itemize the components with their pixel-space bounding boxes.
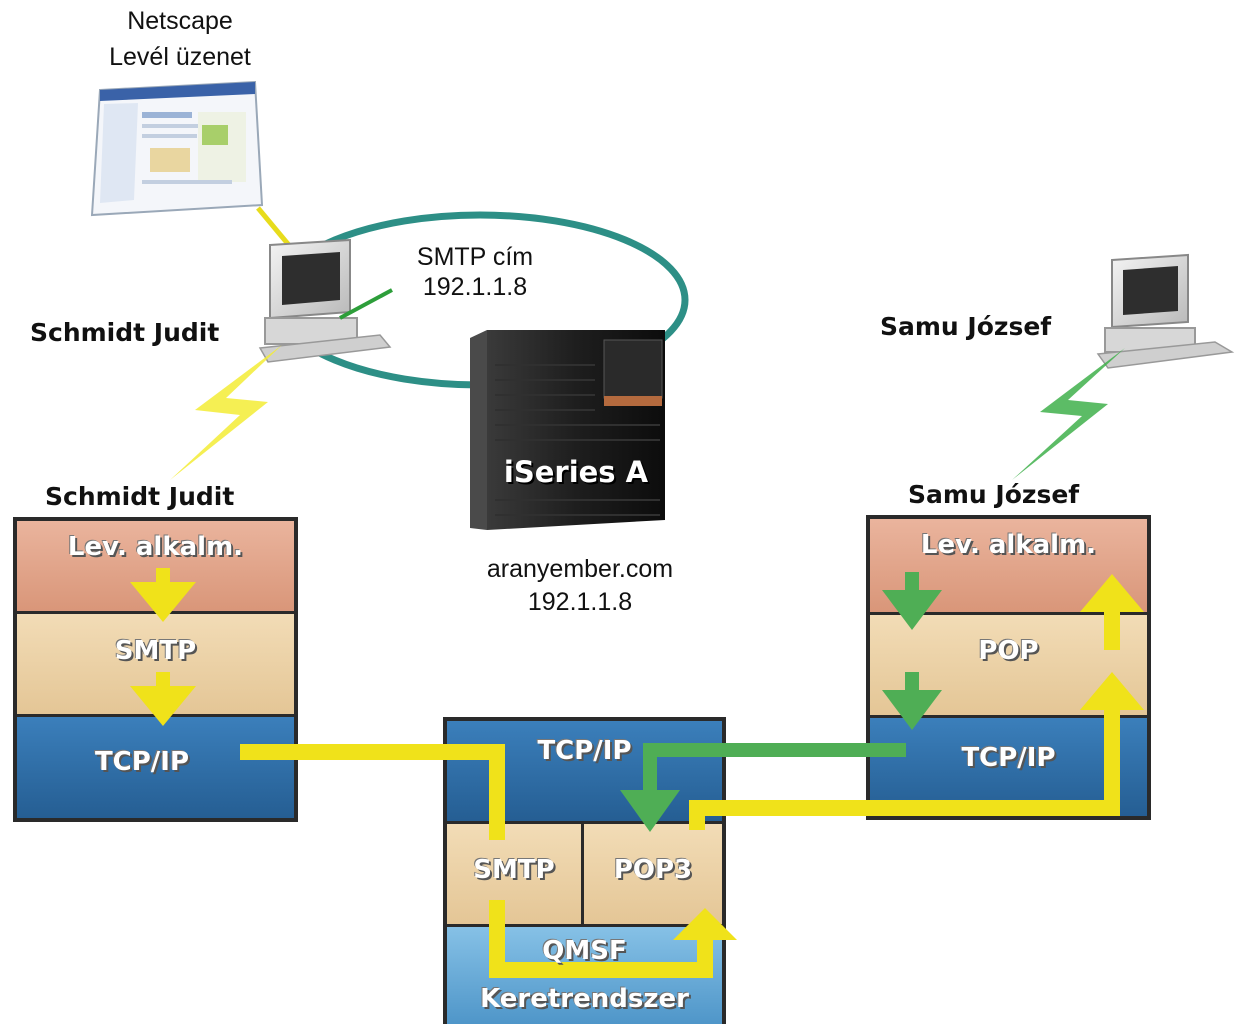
smtp-address-label: SMTP cím bbox=[416, 243, 534, 271]
left-layer-tcpip: TCP/IP bbox=[94, 747, 190, 777]
arrow-up-icon bbox=[673, 908, 737, 940]
right-stack-title: Samu József bbox=[908, 480, 1080, 509]
arrow-down-icon bbox=[620, 790, 680, 832]
netscape-window-icon bbox=[90, 80, 264, 217]
receive-arrowheads bbox=[620, 590, 942, 832]
left-layer-smtp: SMTP bbox=[114, 636, 197, 666]
right-protocol-stack bbox=[866, 515, 1151, 820]
app-caption-line2: Levél üzenet bbox=[109, 43, 251, 71]
send-arrowheads bbox=[130, 574, 1144, 940]
server-name: iSeries A bbox=[503, 455, 649, 489]
remote-user-label: Samu József bbox=[880, 312, 1052, 341]
send-path bbox=[240, 605, 1120, 978]
arrow-up-icon bbox=[1080, 672, 1144, 710]
iseries-server-icon bbox=[470, 330, 665, 530]
right-layer-tcpip: TCP/IP bbox=[961, 743, 1056, 773]
center-layer-pop3: POP3 bbox=[613, 855, 693, 885]
arrow-down-icon bbox=[130, 686, 196, 726]
right-layer-mail-app: Lev. alkalm. bbox=[920, 530, 1097, 560]
right-layer-pop: POP bbox=[978, 636, 1039, 666]
arrow-down-icon bbox=[130, 582, 196, 622]
arrow-down-icon bbox=[882, 590, 942, 630]
left-protocol-stack bbox=[13, 517, 298, 822]
receive-path bbox=[643, 572, 919, 795]
arrow-down-icon bbox=[882, 690, 942, 730]
center-layer-tcpip: TCP/IP bbox=[537, 736, 632, 766]
server-ip: 192.1.1.8 bbox=[527, 588, 633, 616]
left-lightning-icon bbox=[170, 345, 282, 480]
left-stack-title: Schmidt Judit bbox=[45, 482, 235, 511]
smtp-address-connector bbox=[339, 288, 393, 320]
remote-pc-icon bbox=[1096, 253, 1235, 369]
app-caption-line1: Netscape bbox=[127, 7, 233, 35]
right-lightning-icon bbox=[1012, 348, 1125, 480]
center-layer-framework: Keretrendszer bbox=[480, 984, 689, 1014]
server-domain: aranyember.com bbox=[486, 555, 674, 583]
smtp-address-ip: 192.1.1.8 bbox=[422, 273, 528, 301]
left-layer-mail-app: Lev. alkalm. bbox=[67, 532, 244, 562]
center-layer-qmsf: QMSF bbox=[542, 936, 627, 966]
center-layer-smtp: SMTP bbox=[473, 855, 555, 885]
client-pc-icon bbox=[258, 238, 392, 363]
client-user-label: Schmidt Judit bbox=[30, 318, 220, 347]
arrow-up-icon bbox=[1080, 574, 1144, 612]
